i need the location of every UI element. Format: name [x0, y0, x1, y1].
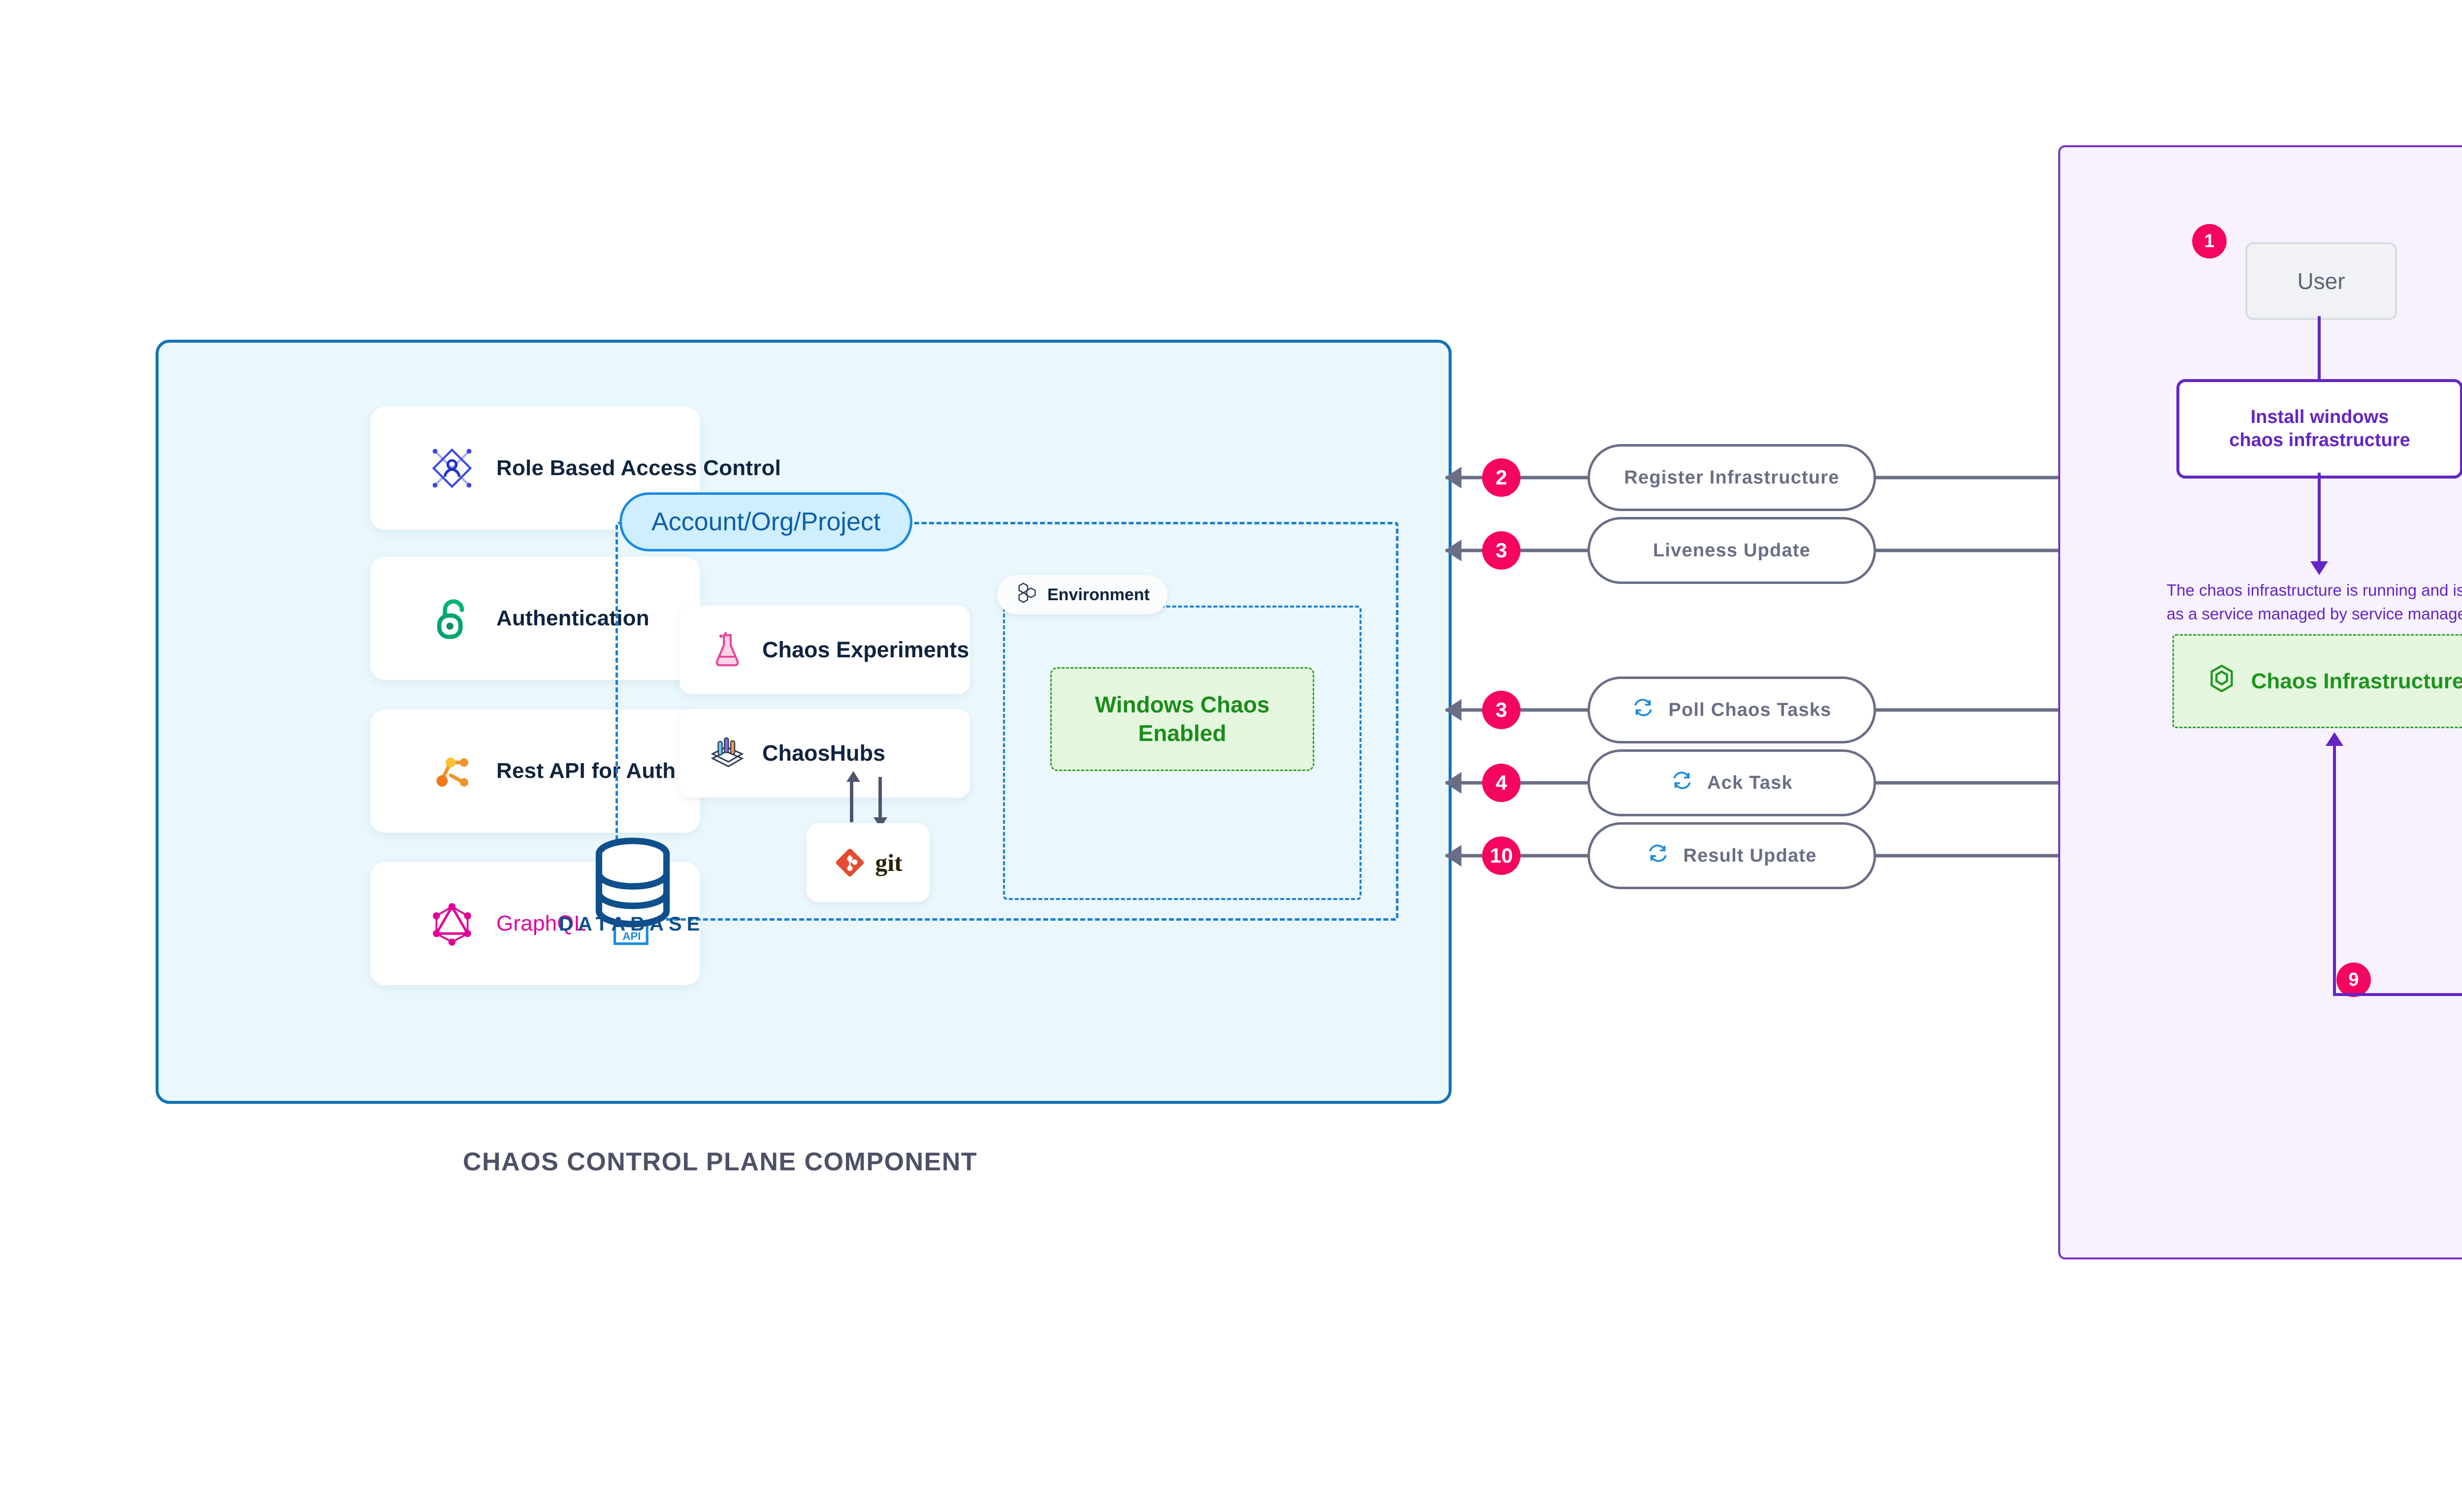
lock-icon [429, 596, 475, 641]
account-org-project-boundary [616, 522, 1398, 921]
svg-text:API: API [623, 930, 641, 942]
connector-label: Poll Chaos Tasks [1668, 699, 1832, 720]
arrow-left-icon [1445, 699, 1461, 721]
service-label: Role Based Access Control [496, 456, 781, 480]
test-tube-rack-icon [709, 735, 745, 772]
user-box[interactable]: User [2245, 242, 2397, 320]
connector-pill[interactable]: Result Update [1587, 822, 1876, 889]
step-badge: 2 [1482, 458, 1521, 497]
resource-card-chaoshubs[interactable]: ChaosHubs [680, 709, 970, 798]
environment-pill[interactable]: Environment [997, 575, 1167, 614]
hexagon-icon [2209, 664, 2235, 698]
step-badge: 4 [1482, 764, 1521, 802]
step-badge: 3 [1482, 691, 1521, 729]
arrow-left-icon [1445, 467, 1461, 488]
hexagon-cluster-icon [1015, 581, 1037, 609]
wire-fault-to-infra-v [2333, 744, 2336, 995]
git-icon [834, 846, 866, 879]
connector-label: Result Update [1683, 845, 1817, 866]
flask-icon [709, 632, 745, 668]
infra-note: The chaos infrastructure is running and … [2167, 581, 2462, 623]
service-label: Authentication [496, 606, 649, 630]
rest-api-icon [429, 748, 475, 794]
connector-row-result-update[interactable]: 10 Result Update [1445, 822, 2135, 889]
connector-pill[interactable]: Ack Task [1587, 749, 1876, 816]
account-scope-label: Account/Org/Project [651, 508, 881, 536]
resource-card-git[interactable]: git [807, 823, 930, 902]
resource-label: Chaos Experiments [762, 637, 970, 662]
environment-boundary [1003, 606, 1361, 900]
chaos-infrastructure-box[interactable]: Chaos Infrastructure [2172, 634, 2462, 728]
git-sync-down-line [878, 777, 882, 822]
arrow-left-icon [1445, 540, 1461, 561]
git-label: git [875, 849, 903, 876]
rbac-icon [429, 446, 475, 491]
connector-pill[interactable]: Liveness Update [1587, 517, 1876, 584]
service-label: GraphQL [496, 911, 586, 935]
git-sync-up-arrow [846, 771, 860, 782]
step-badge-1: 1 [2192, 224, 2227, 258]
environment-label: Environment [1047, 585, 1150, 604]
refresh-icon [1647, 842, 1669, 869]
wire-install-to-infra [2318, 473, 2321, 564]
wire-fault-to-infra-h [2333, 993, 2462, 996]
refresh-icon [1671, 769, 1693, 797]
service-card-authentication[interactable]: Authentication [370, 557, 700, 680]
chaos-infrastructure-label: Chaos Infrastructure [2251, 669, 2462, 693]
connector-row-register-infrastructure[interactable]: 2 Register Infrastructure [1445, 444, 2135, 511]
wire-user-to-install [2318, 316, 2321, 379]
service-label: Rest API for Auth [496, 759, 676, 783]
connector-pill[interactable]: Register Infrastructure [1587, 444, 1876, 511]
refresh-icon [1632, 696, 1654, 724]
arrow-up-icon [2326, 732, 2343, 746]
database-icon [591, 837, 675, 933]
resource-card-chaos-experiments[interactable]: Chaos Experiments [680, 606, 970, 694]
step-badge: 10 [1482, 836, 1521, 875]
connector-label: Liveness Update [1653, 540, 1811, 561]
install-windows-chaos-infrastructure-box[interactable]: Install windows chaos infrastructure [2176, 379, 2462, 479]
database-label: DATABASE [559, 913, 705, 935]
connector-label: Ack Task [1707, 772, 1793, 793]
service-card-rbac[interactable]: Role Based Access Control [370, 407, 781, 530]
account-org-project-pill[interactable]: Account/Org/Project [619, 492, 913, 551]
connector-pill[interactable]: Poll Chaos Tasks [1587, 676, 1876, 743]
user-label: User [2297, 268, 2345, 294]
git-sync-up-line [850, 777, 853, 822]
connector-label: Register Infrastructure [1624, 467, 1840, 488]
arrow-left-icon [1445, 772, 1461, 794]
resource-label: ChaosHubs [762, 740, 886, 766]
arrow-left-icon [1445, 845, 1461, 867]
connector-row-ack-task[interactable]: 4 Ack Task [1445, 749, 2135, 816]
connector-row-liveness-update[interactable]: 3 Liveness Update [1445, 517, 2135, 584]
service-card-rest-api[interactable]: Rest API for Auth [370, 709, 700, 833]
windows-chaos-enabled-box: Windows Chaos Enabled [1050, 667, 1314, 771]
step-badge: 3 [1482, 531, 1521, 570]
graphql-icon [429, 901, 475, 946]
windows-chaos-label: Windows Chaos Enabled [1095, 692, 1270, 746]
connector-row-poll-chaos-tasks[interactable]: 3 Poll Chaos Tasks [1445, 676, 2135, 743]
control-plane-caption: CHAOS CONTROL PLANE COMPONENT [463, 1148, 978, 1176]
step-badge-9: 9 [2336, 963, 2371, 997]
install-label: Install windows chaos infrastructure [2229, 406, 2410, 451]
arrow-down-icon [2310, 561, 2328, 575]
